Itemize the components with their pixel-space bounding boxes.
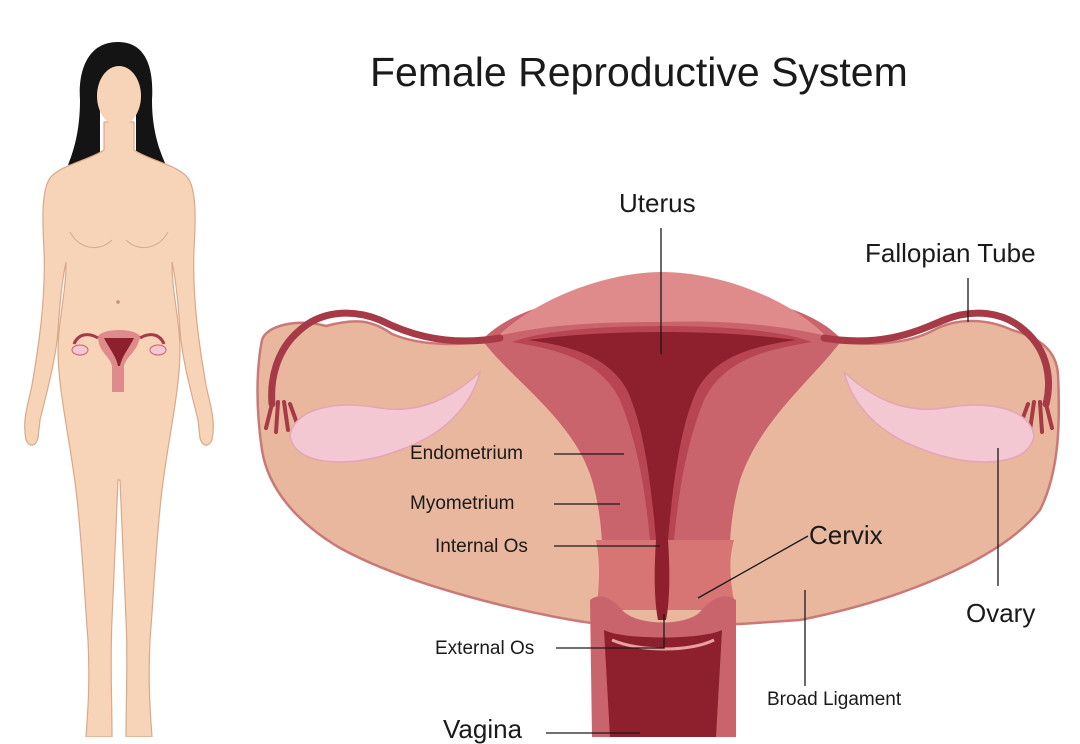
cervix-leader	[697, 535, 809, 599]
myometrium-label: Myometrium	[410, 493, 515, 514]
uterus-diagram	[256, 272, 1061, 737]
navel	[116, 300, 120, 304]
cervix-label: Cervix	[809, 520, 883, 550]
endometrium-label: Endometrium	[410, 443, 523, 464]
ovary-left	[289, 369, 482, 463]
ovary-right	[842, 369, 1035, 463]
face	[97, 66, 141, 126]
leader-lines	[546, 228, 999, 734]
external-os-label: External Os	[435, 638, 535, 659]
ovary-label: Ovary	[966, 598, 1036, 628]
internal-os-label: Internal Os	[435, 536, 528, 557]
uterus-fundus	[498, 272, 826, 336]
fallopian-tube-left	[268, 309, 504, 408]
cervical-canal	[654, 540, 670, 620]
uterine-cavity	[528, 332, 796, 540]
vagina-label: Vagina	[443, 714, 523, 744]
female-figure	[24, 42, 214, 738]
mini-uterus	[71, 330, 167, 392]
external-os-leader	[556, 614, 665, 649]
vaginal-canal	[604, 630, 722, 737]
body-silhouette	[24, 121, 214, 738]
chest-contour	[69, 231, 169, 248]
fallopian-tube-right	[820, 309, 1052, 408]
broad-ligament-label: Broad Ligament	[767, 689, 902, 710]
fallopian-tube-label: Fallopian Tube	[865, 238, 1036, 268]
hair-top	[92, 44, 147, 92]
diagram-title: Female Reproductive System	[370, 49, 908, 95]
uterus-label: Uterus	[619, 188, 696, 218]
vaginal-highlight	[611, 638, 715, 651]
